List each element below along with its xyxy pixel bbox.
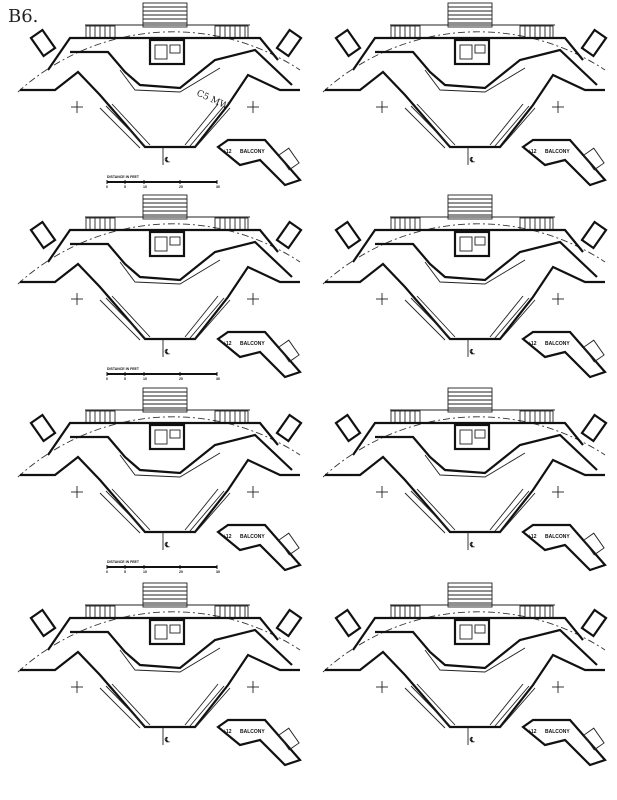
centerline-label: ℄ xyxy=(469,541,475,549)
balcony-level: +12 xyxy=(528,534,537,540)
scale-tick-label: 0 xyxy=(106,185,108,189)
scale-tick-label: 30 xyxy=(216,570,220,574)
scale-tick-label: 20 xyxy=(179,185,183,189)
balcony-label: BALCONY xyxy=(240,341,265,347)
scale-tick-label: 30 xyxy=(216,185,220,189)
plan-tile xyxy=(321,581,608,767)
scale-title: DISTANCE IN FEET xyxy=(107,175,140,179)
balcony-label: BALCONY xyxy=(240,729,265,735)
balcony-label: BALCONY xyxy=(545,729,570,735)
centerline-label: ℄ xyxy=(164,156,170,164)
balcony-level: +12 xyxy=(223,341,232,347)
balcony-label: BALCONY xyxy=(545,341,570,347)
scale-tick-label: 10 xyxy=(143,570,147,574)
plan-tile xyxy=(16,386,303,572)
plan-tile xyxy=(321,386,608,572)
balcony-level: +12 xyxy=(223,149,232,155)
centerline-label: ℄ xyxy=(164,736,170,744)
balcony-level: +12 xyxy=(528,341,537,347)
page-label: B6. xyxy=(8,6,38,27)
centerline-label: ℄ xyxy=(469,736,475,744)
scale-tick-label: 5 xyxy=(124,377,126,381)
balcony-level: +12 xyxy=(528,729,537,735)
plan-tile xyxy=(321,193,608,379)
plan-tile xyxy=(16,581,303,767)
balcony-label: BALCONY xyxy=(545,149,570,155)
scale-title: DISTANCE IN FEET xyxy=(107,560,140,564)
scale-tick-label: 0 xyxy=(106,570,108,574)
scale-tick-label: 5 xyxy=(124,570,126,574)
balcony-label: BALCONY xyxy=(240,534,265,540)
centerline-label: ℄ xyxy=(164,541,170,549)
scale-tick-label: 20 xyxy=(179,570,183,574)
balcony-level: +12 xyxy=(223,534,232,540)
balcony-label: BALCONY xyxy=(240,149,265,155)
scale-tick-label: 20 xyxy=(179,377,183,381)
plan-tile xyxy=(16,193,303,379)
scale-tick-label: 10 xyxy=(143,377,147,381)
centerline-label: ℄ xyxy=(469,348,475,356)
scale-tick-label: 5 xyxy=(124,185,126,189)
scale-title: DISTANCE IN FEET xyxy=(107,367,140,371)
scale-tick-label: 0 xyxy=(106,377,108,381)
centerline-label: ℄ xyxy=(164,348,170,356)
plan-tile xyxy=(16,1,303,187)
scale-tick-label: 10 xyxy=(143,185,147,189)
balcony-label: BALCONY xyxy=(545,534,570,540)
plan-tile xyxy=(321,1,608,187)
balcony-level: +12 xyxy=(528,149,537,155)
balcony-level: +12 xyxy=(223,729,232,735)
centerline-label: ℄ xyxy=(469,156,475,164)
scale-tick-label: 30 xyxy=(216,377,220,381)
